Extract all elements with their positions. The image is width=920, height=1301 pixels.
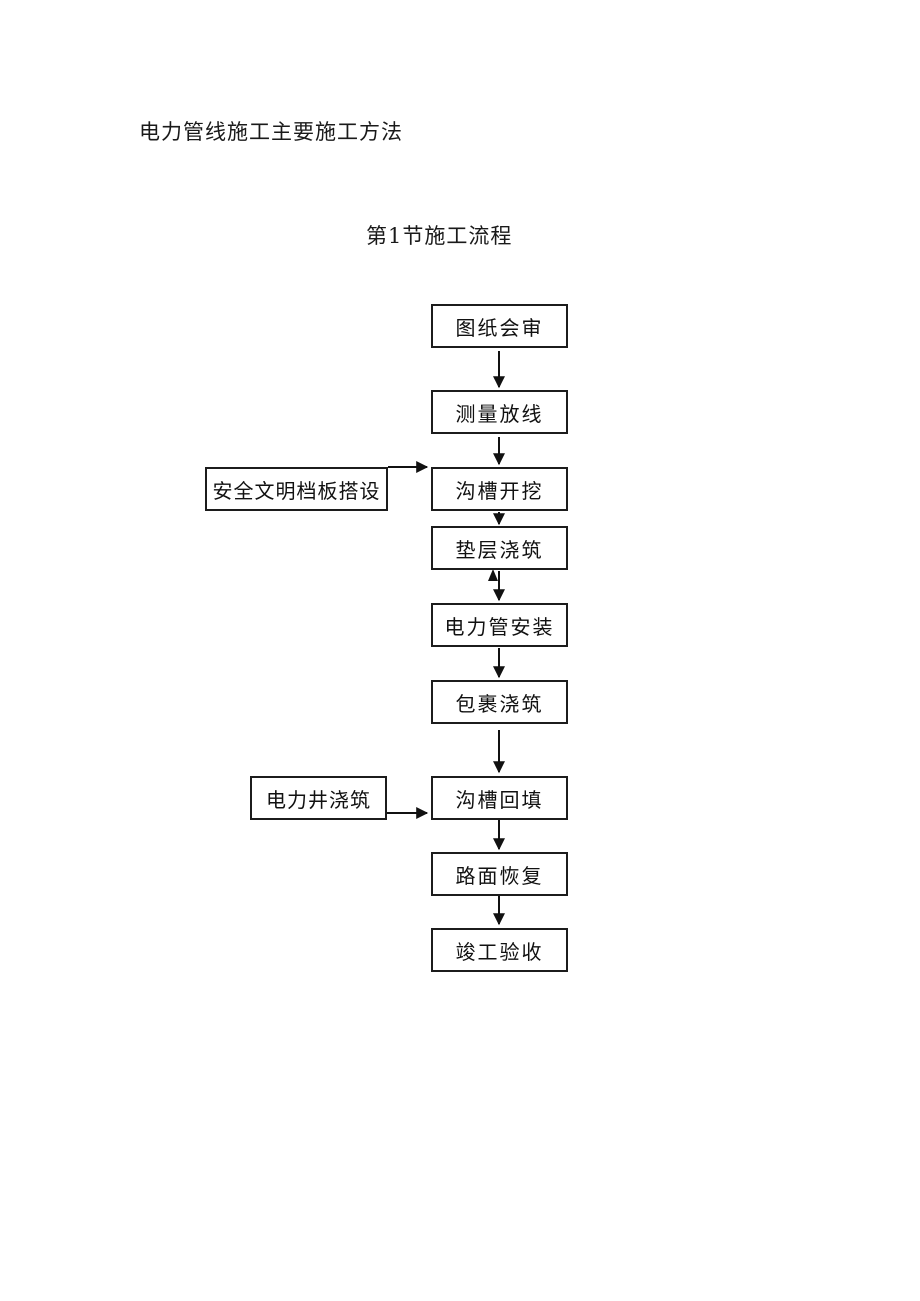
flow-node-road-restore: 路面恢复 [431,852,568,896]
flow-node-label: 安全文明档板搭设 [212,478,381,503]
flow-node-label: 测量放线 [455,401,544,426]
flow-node-completion-acceptance: 竣工验收 [431,928,568,972]
flow-node-trench-backfill: 沟槽回填 [431,776,568,820]
flow-side-node-safety-hoarding: 安全文明档板搭设 [205,467,388,511]
flow-node-label: 电力管安装 [444,614,555,639]
flow-node-label: 竣工验收 [455,939,544,964]
flow-node-label: 垫层浇筑 [455,537,544,562]
flow-node-power-pipe-install: 电力管安装 [431,603,568,647]
flow-node-cushion-pour: 垫层浇筑 [431,526,568,570]
document-title: 电力管线施工主要施工方法 [139,120,403,144]
flow-node-label: 路面恢复 [455,863,544,888]
flow-node-survey-layout: 测量放线 [431,390,568,434]
flow-node-label: 沟槽回填 [455,787,544,812]
flow-node-label: 图纸会审 [455,315,544,340]
flow-node-label: 沟槽开挖 [455,478,544,503]
flow-node-trench-excavation: 沟槽开挖 [431,467,568,511]
flow-node-label: 电力井浇筑 [266,787,371,812]
section-heading: 第1节施工流程 [366,224,513,248]
flow-side-node-power-well-pour: 电力井浇筑 [250,776,387,820]
flow-node-wrap-pour: 包裹浇筑 [431,680,568,724]
flow-node-drawing-review: 图纸会审 [431,304,568,348]
arrowhead-pipe-install-to-cushion-pour-up [488,569,498,581]
flow-node-label: 包裹浇筑 [455,691,544,716]
